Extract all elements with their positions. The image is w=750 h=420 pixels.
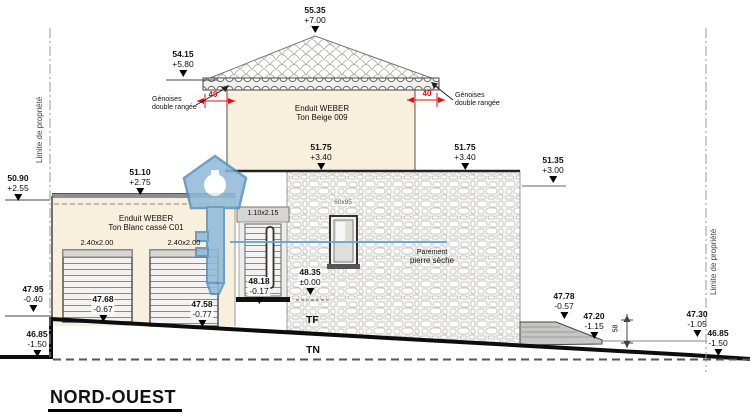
key-watermark: [182, 154, 248, 295]
level-marker-icon: [693, 330, 701, 337]
level-marker-icon: [590, 332, 598, 339]
level-marker-icon: [316, 163, 325, 170]
level-grade-left: 47.95-0.40: [22, 284, 44, 312]
level-finish-floor-zero: 48.35±0.00: [298, 267, 322, 295]
level-marker-icon: [460, 163, 469, 170]
level-garage2-base: 47.58-0.77: [190, 299, 214, 327]
level-marker-icon: [198, 320, 206, 327]
level-ramp-bottom: 47.20-1.15: [583, 311, 605, 339]
level-garage-block-top: 51.10+2.75: [129, 167, 151, 195]
dim-garage-door-1: 2.40x2.00: [80, 238, 114, 247]
level-marker-icon: [178, 70, 187, 77]
level-floor1-right: 51.75+3.40: [454, 142, 476, 170]
drawing-title: NORD-OUEST: [48, 387, 182, 412]
level-stone-wall-right: 51.35+3.00: [542, 155, 564, 183]
level-marker-icon: [548, 176, 557, 183]
dim-overhang-left: 40: [208, 90, 218, 99]
ramp: [519, 321, 603, 346]
level-marker-icon: [99, 315, 107, 322]
level-eave-left: 54.15+5.80: [172, 49, 194, 77]
level-natural-ground-left: 46.85-1.50: [26, 329, 48, 357]
label-tf: TF: [306, 314, 319, 326]
dim-entry-door: 1.10x2.15: [247, 210, 279, 217]
level-marker-icon: [29, 305, 37, 312]
dim-overhang-right: 40: [422, 89, 432, 98]
level-marker-icon: [135, 188, 144, 195]
level-marker-icon: [255, 297, 263, 304]
level-marker-icon: [560, 312, 568, 319]
level-garage1-base: 47.68-0.67: [91, 294, 115, 322]
ramp-dim-58: [621, 314, 633, 348]
level-marker-icon: [33, 350, 41, 357]
property-limit-label-left: Limite de propriété: [35, 96, 44, 163]
window-sill: [327, 264, 360, 269]
level-rear-wall-top: 50.90+2.55: [7, 173, 29, 201]
level-floor1-left: 51.75+3.40: [310, 142, 332, 170]
ground-line-tf: [0, 316, 750, 361]
level-marker-icon: [306, 288, 314, 295]
overhang-dim-right: [407, 93, 445, 107]
dim-garage-door-2: 2.40x2.00: [167, 238, 201, 247]
entry-threshold: [236, 297, 290, 302]
property-limit-label-right: Limite de propriété: [709, 228, 718, 295]
level-terrace-right: 47.78-0.57: [553, 291, 575, 319]
leader-lines: [5, 79, 707, 342]
dim-ramp-drop: 58: [612, 324, 620, 333]
level-entry-threshold: 48.18-0.17: [247, 276, 271, 304]
upper-floor-wall: [226, 88, 416, 171]
level-marker-icon: [714, 349, 722, 356]
genoise-arrows: [195, 82, 454, 106]
level-ridge: 55.35+7.00: [304, 5, 326, 33]
roof: [202, 35, 440, 91]
label-tn: TN: [306, 344, 320, 356]
genoise-band: [202, 77, 440, 91]
level-marker-icon: [13, 194, 22, 201]
level-natural-ground-right: 46.85-1.50: [707, 328, 729, 356]
level-marker-icon: [310, 26, 319, 33]
level-grade-right: 47.30-1.05: [686, 309, 708, 337]
dim-window: 60x95: [333, 199, 353, 206]
